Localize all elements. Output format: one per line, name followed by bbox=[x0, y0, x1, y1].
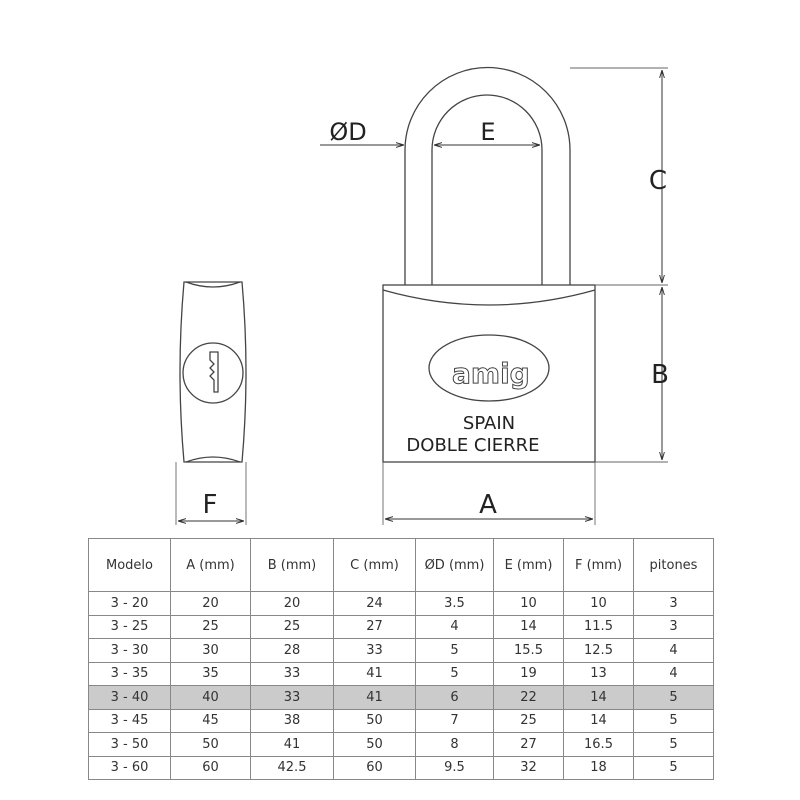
table-cell: 3 - 20 bbox=[88, 591, 171, 616]
table-cell: 4 bbox=[633, 661, 714, 686]
column-header: F (mm) bbox=[563, 538, 634, 592]
table-cell: 8 bbox=[415, 732, 494, 757]
label-d: ØD bbox=[329, 118, 366, 146]
table-cell: 14 bbox=[493, 614, 564, 639]
shackle bbox=[404, 66, 571, 285]
table-cell: 25 bbox=[250, 614, 334, 639]
table-cell: 32 bbox=[493, 755, 564, 780]
column-header: A (mm) bbox=[170, 538, 251, 592]
table-cell: 19 bbox=[493, 661, 564, 686]
table-cell: 5 bbox=[633, 685, 714, 710]
table-cell: 4 bbox=[633, 638, 714, 663]
table-cell: 5 bbox=[415, 638, 494, 663]
table-cell: 6 bbox=[415, 685, 494, 710]
table-cell: 33 bbox=[333, 638, 416, 663]
table-cell: 5 bbox=[415, 661, 494, 686]
label-c: C bbox=[649, 166, 667, 196]
label-a: A bbox=[479, 490, 497, 520]
table-cell: 20 bbox=[250, 591, 334, 616]
column-header: B (mm) bbox=[250, 538, 334, 592]
label-f: F bbox=[203, 490, 218, 520]
table-cell: 50 bbox=[333, 732, 416, 757]
table-cell: 14 bbox=[563, 708, 634, 733]
table-cell: 12.5 bbox=[563, 638, 634, 663]
table-cell: 50 bbox=[170, 732, 251, 757]
table-cell: 38 bbox=[250, 708, 334, 733]
table-cell: 27 bbox=[493, 732, 564, 757]
table-cell: 15.5 bbox=[493, 638, 564, 663]
table-cell: 5 bbox=[633, 708, 714, 733]
table-cell: 3 bbox=[633, 591, 714, 616]
table-cell: 3 - 25 bbox=[88, 614, 171, 639]
table-cell: 5 bbox=[633, 755, 714, 780]
table-cell: 3 - 60 bbox=[88, 755, 171, 780]
table-cell: 3 bbox=[633, 614, 714, 639]
logo-oval bbox=[428, 334, 550, 402]
column-header: E (mm) bbox=[493, 538, 564, 592]
table-cell: 41 bbox=[333, 661, 416, 686]
doble-cierre-text: DOBLE CIERRE bbox=[406, 435, 539, 456]
table-cell: 10 bbox=[563, 591, 634, 616]
table-cell: 13 bbox=[563, 661, 634, 686]
column-header: ØD (mm) bbox=[415, 538, 494, 592]
table-cell: 33 bbox=[250, 685, 334, 710]
table-cell: 41 bbox=[333, 685, 416, 710]
table-cell: 5 bbox=[633, 732, 714, 757]
table-cell: 25 bbox=[493, 708, 564, 733]
table-cell: 25 bbox=[170, 614, 251, 639]
table-cell: 18 bbox=[563, 755, 634, 780]
column-header: Modelo bbox=[88, 538, 171, 592]
table-cell: 3.5 bbox=[415, 591, 494, 616]
table-cell: 60 bbox=[170, 755, 251, 780]
table-cell: 42.5 bbox=[250, 755, 334, 780]
table-cell: 3 - 50 bbox=[88, 732, 171, 757]
spain-text: SPAIN bbox=[463, 413, 515, 434]
column-header: pitones bbox=[633, 538, 714, 592]
table-cell: 24 bbox=[333, 591, 416, 616]
table-cell: 40 bbox=[170, 685, 251, 710]
table-cell: 20 bbox=[170, 591, 251, 616]
table-cell: 33 bbox=[250, 661, 334, 686]
table-cell: 50 bbox=[333, 708, 416, 733]
table-cell: 60 bbox=[333, 755, 416, 780]
table-cell: 4 bbox=[415, 614, 494, 639]
table-cell: 3 - 45 bbox=[88, 708, 171, 733]
table-cell: 28 bbox=[250, 638, 334, 663]
padlock-drawing: amig SPAIN DOBLE CIERRE ØD E C B A F bbox=[175, 66, 669, 525]
table-cell: 22 bbox=[493, 685, 564, 710]
amig-logo: amig bbox=[452, 357, 530, 390]
table-cell: 14 bbox=[563, 685, 634, 710]
table-cell: 9.5 bbox=[415, 755, 494, 780]
table-cell: 41 bbox=[250, 732, 334, 757]
table-cell: 3 - 35 bbox=[88, 661, 171, 686]
table-cell: 3 - 30 bbox=[88, 638, 171, 663]
column-header: C (mm) bbox=[333, 538, 416, 592]
table-cell: 35 bbox=[170, 661, 251, 686]
table-cell: 7 bbox=[415, 708, 494, 733]
table-cell: 3 - 40 bbox=[88, 685, 171, 710]
table-cell: 10 bbox=[493, 591, 564, 616]
padlock-body bbox=[382, 284, 596, 463]
table-cell: 30 bbox=[170, 638, 251, 663]
side-view bbox=[179, 281, 247, 463]
table-cell: 11.5 bbox=[563, 614, 634, 639]
label-e: E bbox=[480, 118, 495, 146]
label-b: B bbox=[651, 360, 669, 390]
table-cell: 27 bbox=[333, 614, 416, 639]
table-cell: 16.5 bbox=[563, 732, 634, 757]
table-cell: 45 bbox=[170, 708, 251, 733]
